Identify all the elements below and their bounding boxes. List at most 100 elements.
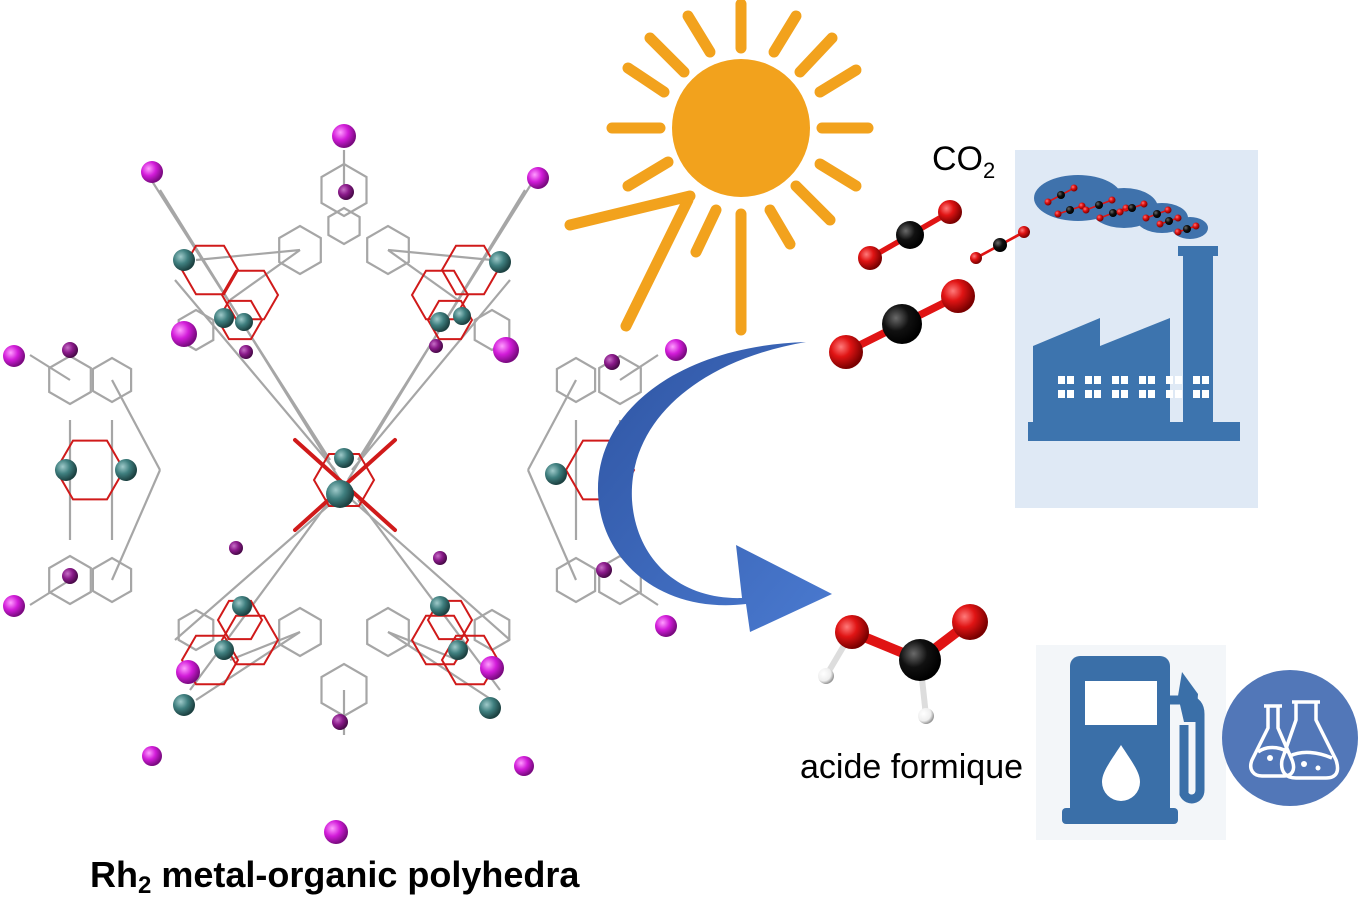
oxygen-atom xyxy=(1044,198,1052,206)
formic-acid-molecule xyxy=(818,604,988,724)
co2-molecule xyxy=(1142,206,1172,222)
oxygen-atom xyxy=(1142,214,1150,222)
iodine-atom xyxy=(332,124,356,148)
co2-molecule xyxy=(1174,222,1200,236)
rhodium-atom xyxy=(448,640,468,660)
carbon-atom xyxy=(882,304,922,344)
oxygen-atom xyxy=(1174,228,1182,236)
co2-molecule xyxy=(1116,200,1148,216)
caption-rest: metal-organic polyhedra xyxy=(151,854,580,895)
iodine-atom xyxy=(62,568,78,584)
oxygen-atom xyxy=(970,252,982,264)
iodine-atom xyxy=(324,820,348,844)
oxygen-atom xyxy=(1018,226,1030,238)
oxygen-atom xyxy=(941,279,975,313)
iodine-atom xyxy=(3,595,25,617)
iodine-atom xyxy=(527,167,549,189)
carbon-atom xyxy=(1183,225,1191,233)
iodine-atom xyxy=(433,551,447,565)
formic-acid-label: acide formique xyxy=(800,748,1024,786)
oxygen-atom xyxy=(1116,208,1124,216)
rhodium-atom xyxy=(214,640,234,660)
factory-icon xyxy=(1015,150,1258,508)
oxygen-atom xyxy=(835,615,869,649)
rhodium-atom xyxy=(173,249,195,271)
oxygen-atom xyxy=(1082,206,1090,214)
iodine-atom xyxy=(655,615,677,637)
oxygen-atom xyxy=(1108,196,1116,204)
co2-molecule xyxy=(1082,196,1116,214)
oxygen-atom xyxy=(1174,214,1182,222)
iodine-atom xyxy=(332,714,348,730)
iodine-atom xyxy=(596,562,612,578)
oxygen-atom xyxy=(1054,210,1062,218)
rhodium-atom xyxy=(334,448,354,468)
carbon-atom xyxy=(1109,209,1117,217)
iodine-atom xyxy=(514,756,534,776)
co2-molecules xyxy=(829,200,1030,369)
oxygen-atom xyxy=(1164,206,1172,214)
oxygen-atom xyxy=(1192,222,1200,230)
oxygen-atom xyxy=(1140,200,1148,208)
rhodium-atom xyxy=(453,307,471,325)
carbon-atom xyxy=(896,221,924,249)
rh2-mop-structure xyxy=(3,124,687,844)
iodine-atom xyxy=(176,660,200,684)
rhodium-atom xyxy=(55,459,77,481)
co2-label: CO2 xyxy=(932,140,995,184)
rhodium-atom xyxy=(326,480,354,508)
carbon-atom xyxy=(1165,217,1173,225)
iodine-atom xyxy=(429,339,443,353)
carbon-atom xyxy=(993,238,1007,252)
oxygen-atom xyxy=(858,246,882,270)
iodine-atom xyxy=(480,656,504,680)
carbon-atom xyxy=(1128,204,1136,212)
iodine-atom xyxy=(142,746,162,766)
oxygen-atom xyxy=(938,200,962,224)
rhodium-atom xyxy=(545,463,567,485)
carbon-atom xyxy=(1066,206,1074,214)
rhodium-atom xyxy=(430,312,450,332)
sun-icon xyxy=(564,0,874,336)
carbon-atom xyxy=(899,639,941,681)
co2-molecule xyxy=(1156,214,1182,228)
oxygen-atom xyxy=(1096,214,1104,222)
caption-subscript: 2 xyxy=(138,872,152,899)
rhodium-atom xyxy=(214,308,234,328)
iodine-atom xyxy=(604,354,620,370)
caption-rh: Rh xyxy=(90,854,138,895)
hydrogen-atom xyxy=(818,668,834,684)
carbon-atom xyxy=(1153,210,1161,218)
iodine-atom xyxy=(3,345,25,367)
hydrogen-atom xyxy=(918,708,934,724)
curved-arrow-icon xyxy=(597,342,832,632)
iodine-atom xyxy=(239,345,253,359)
carbon-atom xyxy=(1095,201,1103,209)
iodine-atom xyxy=(229,541,243,555)
iodine-atom xyxy=(665,339,687,361)
iodine-atom xyxy=(493,337,519,363)
oxygen-atom xyxy=(1070,184,1078,192)
mop-caption: Rh2 metal-organic polyhedra xyxy=(90,854,579,900)
lab-flasks-icon xyxy=(1222,670,1358,806)
rhodium-atom xyxy=(232,596,252,616)
co2-molecule xyxy=(829,279,975,369)
iodine-atom xyxy=(171,321,197,347)
rhodium-atom xyxy=(479,697,501,719)
rhodium-atom xyxy=(489,251,511,273)
rhodium-atom xyxy=(235,313,253,331)
oxygen-atom xyxy=(952,604,988,640)
co2-subscript: 2 xyxy=(983,158,996,183)
co2-molecule xyxy=(970,226,1030,264)
iodine-atom xyxy=(141,161,163,183)
oxygen-atom xyxy=(1156,220,1164,228)
fuel-pump-icon xyxy=(1036,645,1226,840)
carbon-atom xyxy=(1057,191,1065,199)
co2-molecule xyxy=(858,200,962,270)
rhodium-atom xyxy=(173,694,195,716)
iodine-atom xyxy=(338,184,354,200)
co2-text: CO xyxy=(932,140,983,178)
rhodium-atom xyxy=(430,596,450,616)
co2-molecule xyxy=(1044,184,1078,206)
